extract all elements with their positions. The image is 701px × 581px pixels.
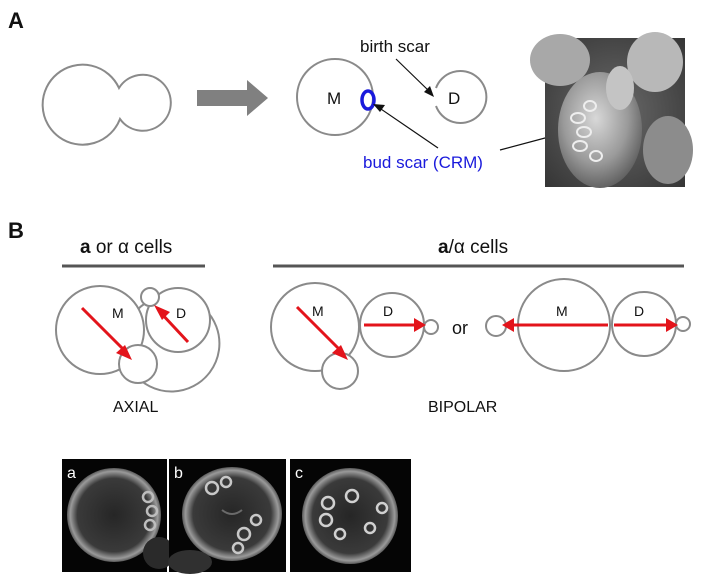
left-header-rest: or α cells (91, 237, 173, 258)
bipolar2-daughter-label: D (634, 303, 644, 319)
axial-mother-label: M (112, 305, 124, 321)
micrograph-a-label: a (67, 465, 76, 482)
bipolar1-mother-label: M (312, 303, 324, 319)
sem-micrograph (530, 32, 693, 188)
mother-label-a: M (327, 89, 341, 108)
birth-scar-pointer-head (424, 86, 434, 97)
micrograph-b: b (168, 459, 286, 574)
bipolar2-mother-label: M (556, 303, 568, 319)
micrograph-c: c (290, 459, 411, 572)
daughter-label-a: D (448, 89, 460, 108)
bipolar-diagram-2: M D (485, 278, 691, 372)
daughter-cell-outline (435, 70, 488, 124)
bud-scar-label: bud scar (CRM) (363, 153, 483, 172)
axial-diagram: M D (55, 285, 221, 393)
micrograph-c-label: c (295, 465, 303, 482)
bud-scar-ring (360, 89, 376, 111)
birth-scar-label: birth scar (360, 37, 430, 56)
bud-scar-pointer-head (373, 104, 385, 112)
axial-caption: AXIAL (113, 399, 158, 416)
panel-letter-a: A (8, 8, 24, 33)
axial-daughter-label: D (176, 305, 186, 321)
budding-cell-outline (41, 63, 172, 146)
left-header-bold: a (80, 237, 91, 258)
right-header-rest: /α cells (449, 237, 509, 258)
or-label: or (452, 318, 468, 338)
micrograph-a: a (62, 459, 175, 572)
micrograph-b-label: b (174, 465, 183, 482)
bipolar1-daughter-label: D (383, 303, 393, 319)
panel-letter-b: B (8, 218, 24, 243)
bipolar-caption: BIPOLAR (428, 399, 497, 416)
bipolar-diagram-1: M D (270, 282, 439, 390)
birth-scar-pointer (395, 58, 431, 93)
right-header-bold: a (438, 237, 449, 258)
process-arrow (197, 80, 268, 116)
left-group-header: a or α cells (80, 237, 172, 258)
bud-scar-pointer (377, 106, 439, 149)
right-group-header: a/α cells (438, 237, 508, 258)
